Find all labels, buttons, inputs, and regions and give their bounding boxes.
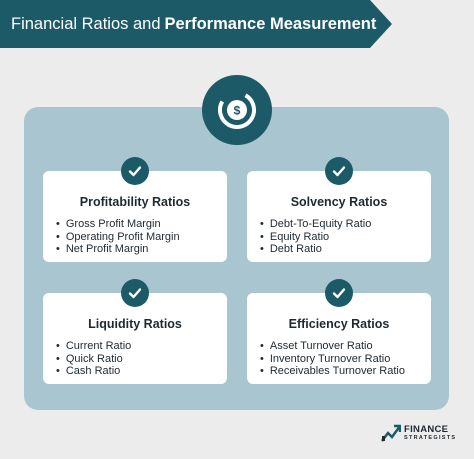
- header-title-light: Financial Ratios and: [11, 14, 161, 33]
- list-item: Net Profit Margin: [56, 243, 180, 256]
- brand-line-1: FINANCE: [404, 423, 449, 435]
- list-item: Equity Ratio: [260, 231, 371, 244]
- solvency-title: Solvency Ratios: [290, 195, 388, 209]
- checkmark-icon: [121, 279, 149, 307]
- checkmark-icon: [121, 157, 149, 185]
- checkmark-icon: [325, 157, 353, 185]
- profitability-card: Profitability Ratios Gross Profit Margin…: [43, 171, 227, 262]
- profitability-list: Gross Profit Margin Operating Profit Mar…: [56, 218, 180, 256]
- list-item: Debt-To-Equity Ratio: [260, 218, 372, 231]
- liquidity-list: Current Ratio Quick Ratio Cash Ratio: [56, 340, 131, 378]
- list-item: Debt Ratio: [260, 243, 371, 256]
- efficiency-list: Asset Turnover Ratio Inventory Turnover …: [260, 340, 405, 378]
- solvency-card: Solvency Ratios Debt-To-Equity Ratio Equ…: [247, 171, 431, 262]
- brand-line-2: STRATEGISTS: [404, 434, 457, 441]
- liquidity-card: Liquidity Ratios Current Ratio Quick Rat…: [43, 293, 227, 384]
- dollar-pie-chart-icon: $: [202, 75, 272, 145]
- list-item: Operating Profit Margin: [56, 231, 180, 244]
- list-item: Cash Ratio: [56, 365, 131, 378]
- list-item: Current Ratio: [56, 340, 131, 353]
- svg-text:$: $: [234, 104, 241, 118]
- header-banner: Financial Ratios and Performance Measure…: [0, 0, 392, 48]
- list-item: Gross Profit Margin: [56, 218, 180, 231]
- profitability-title: Profitability Ratios: [79, 195, 191, 209]
- list-item: Asset Turnover Ratio: [260, 340, 405, 353]
- brand-chart-icon: [381, 424, 401, 442]
- efficiency-card: Efficiency Ratios Asset Turnover Ratio I…: [247, 293, 431, 384]
- checkmark-icon: [325, 279, 353, 307]
- header-title-bold: Performance Measurement: [164, 14, 377, 33]
- list-item: Receivables Turnover Ratio: [260, 365, 405, 378]
- list-item: Inventory Turnover Ratio: [260, 353, 405, 366]
- list-item: Quick Ratio: [56, 353, 131, 366]
- efficiency-title: Efficiency Ratios: [288, 317, 390, 331]
- liquidity-title: Liquidity Ratios: [88, 317, 182, 331]
- solvency-list: Debt-To-Equity Ratio Equity Ratio Debt R…: [260, 218, 372, 256]
- finance-strategists-logo: FINANCE STRATEGISTS: [381, 424, 456, 442]
